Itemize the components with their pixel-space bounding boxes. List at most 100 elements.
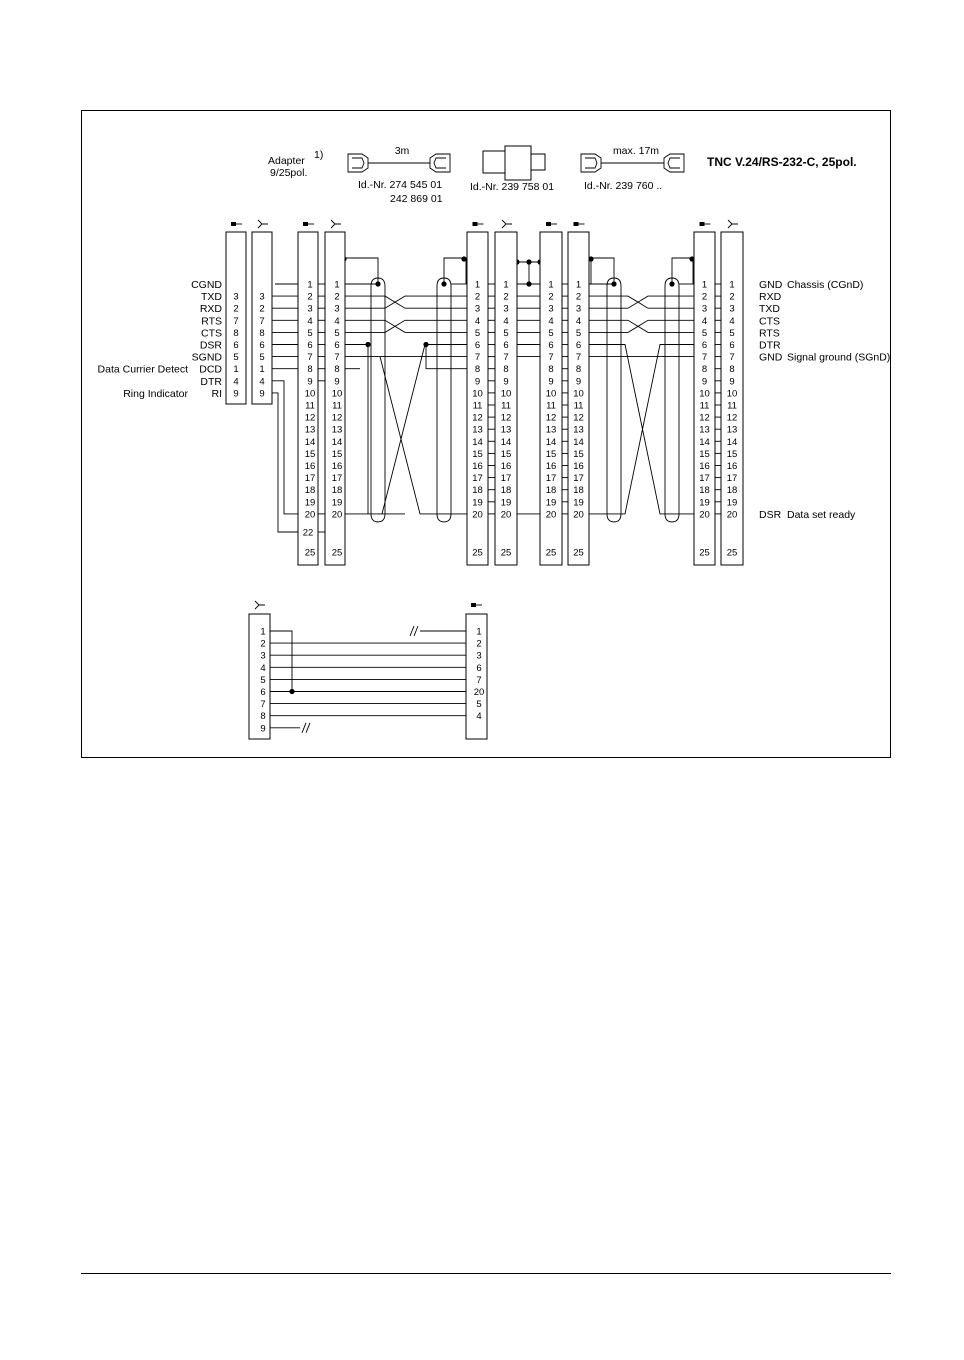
p3-pin-9: 9 xyxy=(475,376,480,387)
pin9-6: 6 xyxy=(233,340,238,351)
p4-pin-12: 12 xyxy=(501,413,512,424)
p6-pin-18: 18 xyxy=(573,485,584,496)
p2-pin-9: 9 xyxy=(334,376,339,387)
junction-dot xyxy=(289,688,295,695)
p2-pin-8: 8 xyxy=(334,364,339,375)
p8-pin-6: 6 xyxy=(729,340,734,351)
p5-pin-2: 2 xyxy=(548,292,553,303)
p5-pin-13: 13 xyxy=(546,425,557,436)
right-signal-dtr: DTR xyxy=(759,340,781,352)
p7-pin-11: 11 xyxy=(700,401,710,412)
lower-right-pin-3: 3 xyxy=(476,651,481,662)
p4-pin-8: 8 xyxy=(503,364,508,375)
p4-pin-4: 4 xyxy=(503,316,508,327)
plug-icon xyxy=(429,153,451,173)
p7-pin-25: 25 xyxy=(699,548,710,559)
cable-shield xyxy=(370,277,386,523)
pin9a-9: 9 xyxy=(259,388,264,399)
p2-pin-19: 19 xyxy=(332,497,343,508)
signal-ri: RI xyxy=(212,388,223,400)
p5-pin-7: 7 xyxy=(548,352,553,363)
p1-pin-12: 12 xyxy=(305,413,316,424)
lower-left-pin-6: 6 xyxy=(260,687,265,698)
lower-left-pin-5: 5 xyxy=(260,675,265,686)
p1-pin-3: 3 xyxy=(307,304,312,315)
p7-pin-9: 9 xyxy=(702,376,707,387)
p7-pin-12: 12 xyxy=(699,413,710,424)
p7-pin-13: 13 xyxy=(699,425,710,436)
connector-p3 xyxy=(466,231,489,566)
p5-pin-12: 12 xyxy=(546,413,557,424)
p8-pin-2: 2 xyxy=(729,292,734,303)
pin9a-8: 8 xyxy=(259,328,264,339)
right-signal-desc: Chassis (CGnD) xyxy=(787,279,863,291)
p7-pin-7: 7 xyxy=(702,352,707,363)
pin9a-6: 6 xyxy=(259,340,264,351)
lower-left-pin-2: 2 xyxy=(260,639,265,650)
p5-pin-8: 8 xyxy=(548,364,553,375)
p5-pin-16: 16 xyxy=(546,461,557,472)
female-pin-symbol xyxy=(254,600,265,610)
p3-pin-7: 7 xyxy=(475,352,480,363)
male-pin-symbol xyxy=(303,222,308,226)
p3-pin-2: 2 xyxy=(475,292,480,303)
lower-right-pin-7: 7 xyxy=(476,675,481,686)
signal-rts: RTS xyxy=(201,315,222,327)
junction-dot xyxy=(669,281,675,287)
male-pin-symbol xyxy=(573,222,579,226)
p8-pin-12: 12 xyxy=(727,413,738,424)
connector-p5 xyxy=(539,231,563,566)
p2-pin-25: 25 xyxy=(332,548,343,559)
p2-pin-5: 5 xyxy=(334,328,339,339)
p4-pin-6: 6 xyxy=(503,340,508,351)
wire-dtr xyxy=(272,380,298,515)
plug-icon xyxy=(352,157,365,169)
p4-pin-3: 3 xyxy=(503,304,508,315)
pin9-9: 9 xyxy=(233,388,238,399)
p7-pin-8: 8 xyxy=(702,364,707,375)
lower-right-pin-2: 2 xyxy=(476,639,481,650)
wire-cross xyxy=(589,295,694,309)
female-pin-symbol xyxy=(257,219,268,229)
p3-pin-12: 12 xyxy=(472,413,483,424)
junction-dot xyxy=(441,281,447,287)
wire-cross-long xyxy=(381,344,467,515)
p6-pin-5: 5 xyxy=(576,328,581,339)
p3-pin-13: 13 xyxy=(472,425,483,436)
p4-pin-13: 13 xyxy=(501,425,512,436)
p2-pin-10: 10 xyxy=(332,388,343,399)
right-signal-desc: Signal ground (SGnD) xyxy=(787,352,890,364)
p8-pin-1: 1 xyxy=(729,280,734,291)
lower-right-pin-1: 1 xyxy=(476,627,481,638)
wires xyxy=(236,153,738,733)
signal-cgnd: CGND xyxy=(191,279,222,291)
p6-pin-13: 13 xyxy=(573,425,584,436)
p3-pin-6: 6 xyxy=(475,340,480,351)
right-signal-gnd: GND xyxy=(759,352,783,364)
p4-pin-9: 9 xyxy=(503,376,508,387)
wire-cross-long xyxy=(589,344,694,515)
p1-pin-1: 1 xyxy=(307,280,312,291)
p5-pin-4: 4 xyxy=(548,316,553,327)
p8-pin-4: 4 xyxy=(729,316,734,327)
p4-pin-7: 7 xyxy=(503,352,508,363)
right-signal-desc: Data set ready xyxy=(787,509,856,521)
lower-right-pin-4: 4 xyxy=(476,711,481,722)
p8-pin-10: 10 xyxy=(727,388,738,399)
signal-dcd: DCD xyxy=(199,364,222,376)
p1-pin-20: 20 xyxy=(305,509,316,520)
lower-wire xyxy=(270,630,293,692)
wire-cross xyxy=(589,295,694,309)
junction-dot xyxy=(375,281,381,287)
p2-pin-14: 14 xyxy=(332,437,343,448)
p5-pin-17: 17 xyxy=(546,473,557,484)
p2-pin-13: 13 xyxy=(332,425,343,436)
lower-left-pin-3: 3 xyxy=(260,651,265,662)
p7-pin-2: 2 xyxy=(702,292,707,303)
p1-pin-2: 2 xyxy=(307,292,312,303)
right-signal-rts: RTS xyxy=(759,327,780,339)
p2-pin-11: 11 xyxy=(332,401,342,412)
p1-pin-13: 13 xyxy=(305,425,316,436)
p7-pin-14: 14 xyxy=(699,437,710,448)
